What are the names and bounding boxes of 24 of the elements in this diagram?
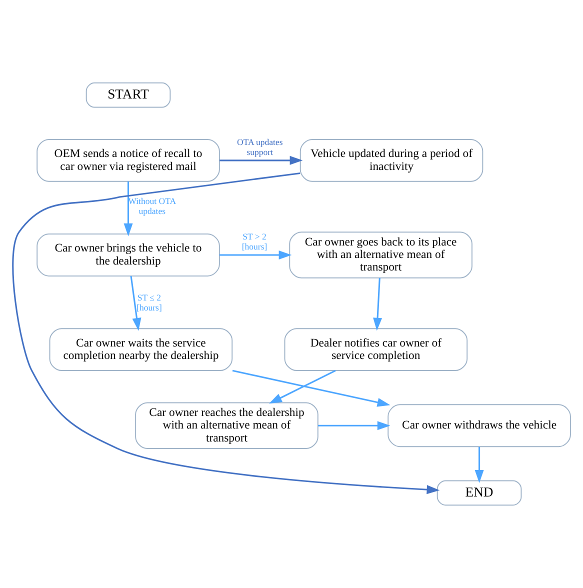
node-box: Car owner waits the service completion nearby the dealership <box>49 328 233 372</box>
arrow <box>220 156 303 165</box>
arrow <box>268 370 336 404</box>
arrow <box>219 250 292 260</box>
node-box: Dealer notifies car owner of service completion <box>284 328 468 372</box>
arrow <box>124 182 133 236</box>
edge-label: Without OTA updates <box>128 196 176 216</box>
arrow <box>318 421 390 430</box>
node-box: Car owner reaches the dealership with an alternative mean of transport <box>135 402 318 450</box>
node-box: END <box>436 480 522 506</box>
node-box: Car owner withdraws the vehicle <box>388 404 571 448</box>
edge-label: ST ≤ 2 [hours] <box>136 292 162 312</box>
arrow <box>474 446 484 483</box>
arrow <box>232 370 390 407</box>
node-box: Car owner goes back to its place with an alternative mean of transport <box>289 232 472 278</box>
node-box: OEM sends a notice of recall to car owner via registered mail <box>36 138 220 182</box>
node-box: START <box>86 82 171 108</box>
arrow <box>130 276 142 331</box>
node-box: Vehicle updated during a period of inactivity <box>300 138 484 182</box>
arrow <box>12 172 440 494</box>
edge-label: ST > 2 [hours] <box>242 232 268 252</box>
arrow <box>373 278 382 331</box>
edge-label: OTA updates support <box>236 137 283 157</box>
node-box: Car owner brings the vehicle to the dealership <box>36 234 220 276</box>
